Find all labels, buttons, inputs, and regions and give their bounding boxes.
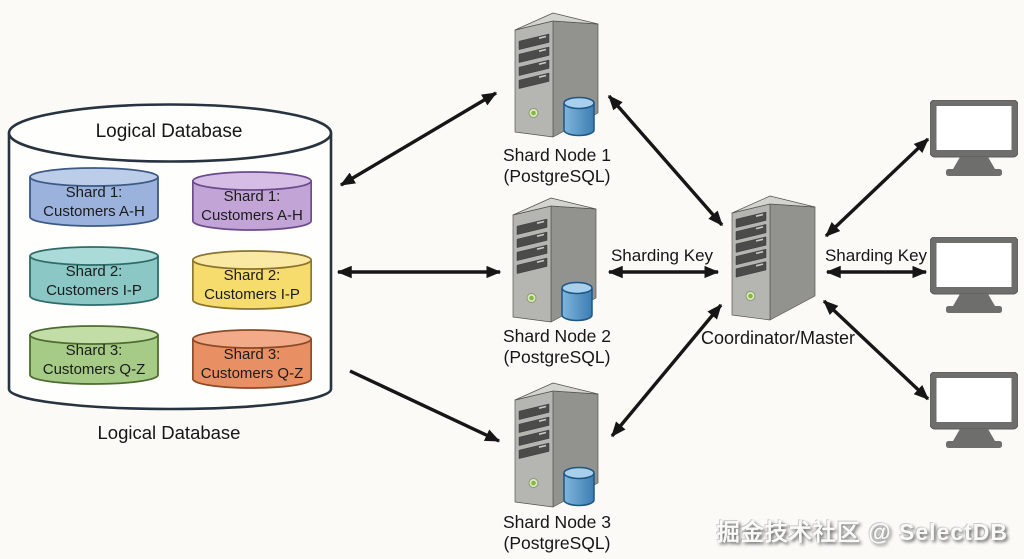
client-monitor-3-icon — [930, 372, 1018, 449]
node-engine: (PostgreSQL) — [503, 347, 611, 367]
node-name: Shard Node 1 — [503, 145, 611, 165]
sharding-key-label-left: Sharding Key — [610, 246, 714, 265]
node-engine: (PostgreSQL) — [503, 166, 611, 186]
shard-line2: Customers I-P — [46, 281, 142, 299]
node-name: Shard Node 2 — [503, 326, 611, 346]
shard-line1: Shard 2: — [65, 263, 123, 280]
shard-label: Shard 2: Customers I-P — [28, 246, 160, 308]
arrow-db-node3 — [349, 369, 501, 443]
shard-label: Shard 2: Customers I-P — [191, 250, 313, 312]
coordinator-label: Coordinator/Master — [700, 328, 856, 348]
arrow-node3-coordinator — [610, 303, 723, 438]
client-monitor-1-icon — [930, 100, 1018, 177]
watermark: 掘金技术社区 @ SelectDB — [716, 519, 1008, 545]
shard-line1: Shard 2: — [223, 267, 281, 284]
arrow-coordinator-client1 — [824, 137, 930, 238]
shard-cylinder-left-2: Shard 2: Customers I-P — [28, 246, 160, 308]
shard-node-2-label: Shard Node 2 (PostgreSQL) — [497, 326, 617, 368]
shard-cylinder-left-3: Shard 3: Customers Q-Z — [28, 325, 160, 387]
shard-line2: Customers I-P — [204, 285, 300, 303]
sharding-key-label-right: Sharding Key — [824, 246, 928, 265]
shard-line1: Shard 3: — [65, 342, 123, 359]
node-engine: (PostgreSQL) — [503, 533, 611, 553]
shard-label: Shard 3: Customers Q-Z — [28, 325, 160, 387]
shard-node-1-icon — [514, 12, 599, 138]
shard-cylinder-right-2: Shard 2: Customers I-P — [191, 250, 313, 312]
shard-label: Shard 1: Customers A-H — [28, 167, 160, 229]
client-monitor-2-icon — [930, 237, 1018, 314]
node-name: Shard Node 3 — [503, 512, 611, 532]
coordinator-icon — [731, 195, 816, 321]
shard-line2: Customers A-H — [201, 206, 303, 224]
shard-cylinder-right-1: Shard 1: Customers A-H — [191, 171, 313, 233]
shard-label: Shard 1: Customers A-H — [191, 171, 313, 233]
shard-cylinder-left-1: Shard 1: Customers A-H — [28, 167, 160, 229]
shard-line1: Shard 1: — [65, 184, 123, 201]
shard-cylinder-right-3: Shard 3: Customers Q-Z — [191, 329, 313, 391]
logical-database-title: Logical Database — [95, 121, 243, 142]
shard-line2: Customers Q-Z — [42, 360, 146, 378]
logical-database-caption: Logical Database — [97, 422, 241, 443]
shard-line2: Customers Q-Z — [200, 364, 304, 382]
shard-node-3-label: Shard Node 3 (PostgreSQL) — [497, 512, 617, 554]
shard-node-2-icon — [512, 197, 597, 323]
shard-line2: Customers A-H — [43, 202, 145, 220]
shard-node-1-label: Shard Node 1 (PostgreSQL) — [497, 145, 617, 187]
shard-line1: Shard 3: — [223, 346, 281, 363]
shard-line1: Shard 1: — [223, 188, 281, 205]
arrow-coordinator-client3 — [822, 299, 930, 401]
shard-node-3-icon — [514, 382, 599, 508]
arrow-db-node1 — [339, 91, 498, 187]
arrow-node1-coordinator — [607, 94, 724, 227]
shard-label: Shard 3: Customers Q-Z — [191, 329, 313, 391]
